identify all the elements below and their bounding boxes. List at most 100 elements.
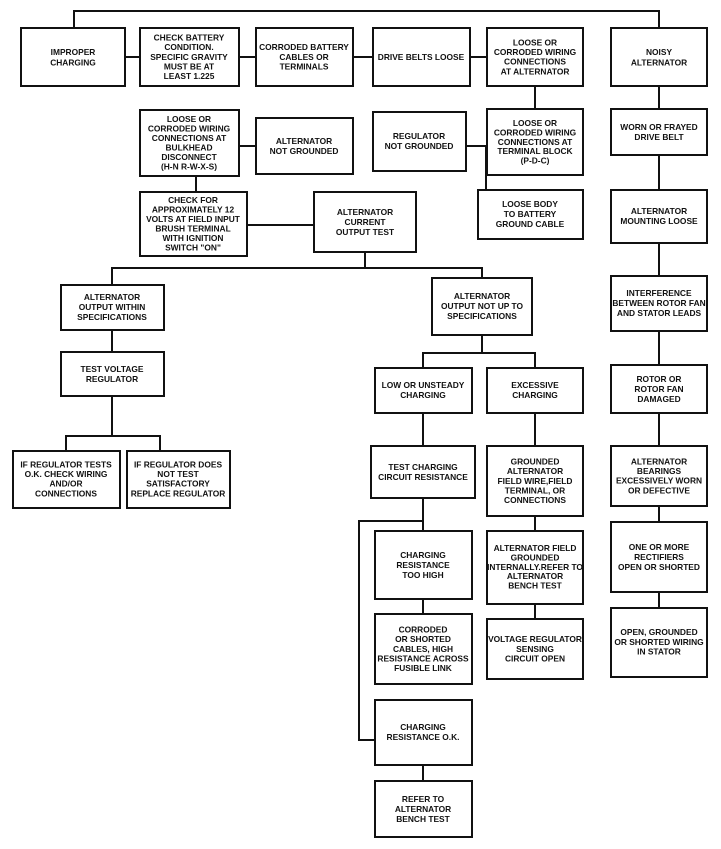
box-label-line: CHARGING: [50, 58, 96, 68]
box-label-line: CHECK FOR: [168, 195, 218, 205]
box-label-line: OR DEFECTIVE: [628, 485, 690, 495]
box-label-line: GROUNDED: [511, 457, 560, 467]
box-label-line: OUTPUT NOT UP TO: [441, 301, 524, 311]
box-label-line: TEST VOLTAGE: [81, 364, 144, 374]
box-label-line: AT ALTERNATOR: [501, 66, 570, 76]
box-label-line: ALTERNATOR: [631, 456, 687, 466]
box-label-line: CONNECTIONS: [504, 57, 566, 67]
box-label-line: TEST CHARGING: [388, 462, 457, 472]
box-label-line: DRIVE BELTS LOOSE: [378, 52, 465, 62]
box-label-line: BULKHEAD: [166, 143, 213, 153]
box-label-line: RESISTANCE O.K.: [387, 732, 460, 742]
box-label-line: BEARINGS: [637, 466, 682, 476]
box-label-line: OR SHORTED WIRING: [614, 637, 703, 647]
box-label-line: ALTERNATOR: [507, 466, 563, 476]
box-label-line: CHARGING: [400, 390, 446, 400]
box-label-line: FUSIBLE LINK: [394, 663, 452, 673]
box-label-line: ALTERNATOR: [454, 291, 510, 301]
box-label-line: IF REGULATOR TESTS: [20, 459, 112, 469]
box-label-line: SPECIFIC GRAVITY: [150, 52, 228, 62]
box-label-line: AND STATOR LEADS: [617, 308, 702, 318]
box-label-line: ALTERNATOR: [631, 206, 687, 216]
box-label-line: CURRENT: [345, 217, 387, 227]
box-label-line: ALTERNATOR: [507, 571, 563, 581]
box-label-line: O.K. CHECK WIRING: [25, 469, 108, 479]
box-label-line: CORRODED WIRING: [494, 47, 576, 57]
box-label-line: CORRODED WIRING: [494, 127, 576, 137]
box-label-line: ONE OR MORE: [629, 542, 690, 552]
box-label-line: LEAST 1.225: [164, 71, 215, 81]
box-label-line: CHARGING: [400, 722, 446, 732]
box-label-line: DISCONNECT: [161, 152, 217, 162]
box-label-line: APPROXIMATELY 12: [152, 205, 235, 215]
box-label-line: CORRODED BATTERY: [259, 42, 349, 52]
box-label-line: CIRCUIT OPEN: [505, 654, 565, 664]
box-label-line: DAMAGED: [637, 394, 680, 404]
box-drive-belts-loose: DRIVE BELTS LOOSE: [372, 27, 471, 87]
box-label-line: BRUSH TERMINAL: [155, 224, 230, 234]
box-label-line: ALTERNATOR: [337, 207, 393, 217]
box-label-line: LOOSE BODY: [502, 199, 558, 209]
box-label-line: MOUNTING LOOSE: [620, 216, 698, 226]
box-label-line: REFER TO: [402, 794, 445, 804]
box-label-line: CONDITION.: [164, 42, 213, 52]
box-label-line: BETWEEN ROTOR FAN: [612, 298, 705, 308]
box-label-line: ALTERNATOR: [631, 58, 687, 68]
box-label-line: INTERNALLY.REFER TO: [487, 562, 583, 572]
box-label-line: SPECIFICATIONS: [447, 311, 517, 321]
box-label-line: SATISFACTORY: [146, 479, 210, 489]
box-label-line: NOISY: [646, 47, 672, 57]
box-label-line: GROUNDED: [511, 552, 560, 562]
box-label-line: IN STATOR: [637, 647, 681, 657]
box-label-line: TERMINAL, OR: [505, 486, 565, 496]
box-label-line: ALTERNATOR FIELD: [494, 543, 577, 553]
box-label: DRIVE BELTS LOOSE: [378, 52, 465, 62]
box-label-line: CHARGING: [400, 550, 446, 560]
box-label-line: REGULATOR: [86, 374, 138, 384]
box-label-line: SWITCH "ON": [165, 242, 221, 252]
box-label-line: CONNECTIONS AT: [152, 133, 227, 143]
connector-lines: [65, 10, 660, 781]
